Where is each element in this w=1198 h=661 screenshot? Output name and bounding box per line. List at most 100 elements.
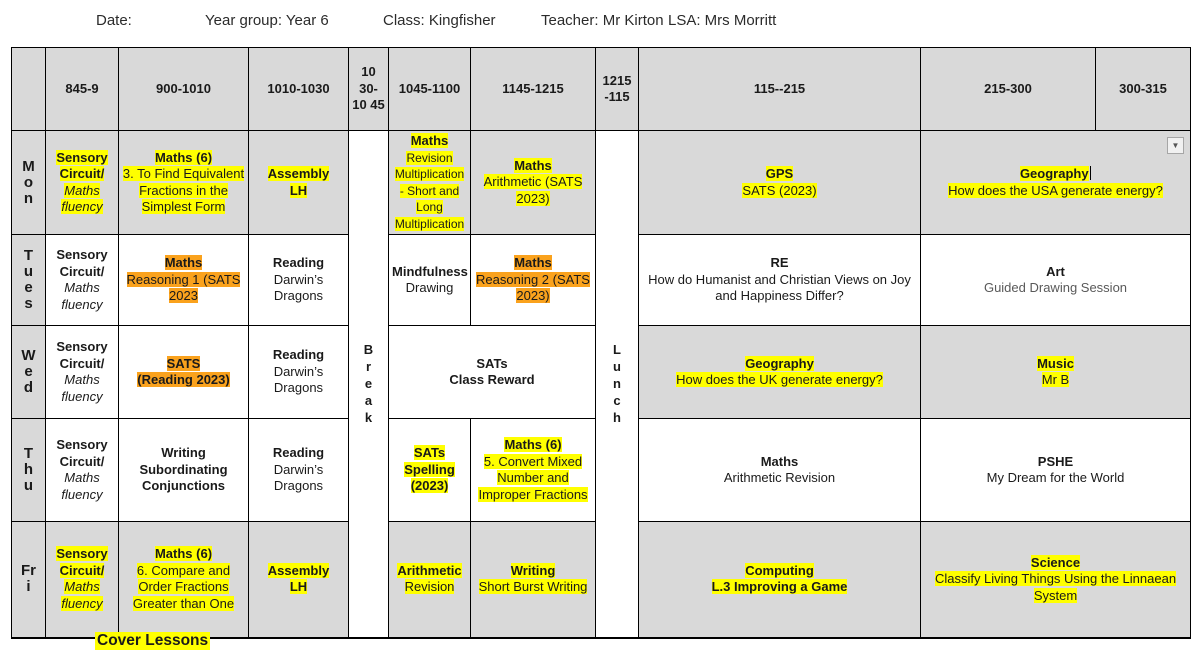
cell-mon-845[interactable]: Sensory Circuit/ Maths fluency	[45, 130, 119, 235]
lesson-detail: Reasoning 2 (SATS 2023)	[476, 271, 590, 304]
lesson-detail: LH	[289, 182, 308, 198]
lesson-title: Sensory Circuit/	[56, 437, 108, 469]
row-friday: Fri Sensory Circuit/ Maths fluency Maths…	[11, 521, 1191, 638]
col-header-215[interactable]: 215-300	[920, 47, 1096, 131]
cell-fri-115[interactable]: Computing L.3 Improving a Game	[638, 521, 921, 638]
cell-mon-215[interactable]: ▼ Geography How does the USA generate en…	[920, 130, 1191, 235]
lesson-detail: Class Reward	[449, 372, 535, 387]
lesson-detail: How does the UK generate energy?	[676, 372, 883, 387]
cell-thu-900[interactable]: Writing Subordinating Conjunctions	[118, 418, 249, 522]
cell-fri-1045[interactable]: Arithmetic Revision	[388, 521, 471, 638]
lesson-detail: Darwin’s Dragons	[273, 461, 324, 494]
row-thursday: Thu Sensory Circuit/ Maths fluency Writi…	[11, 418, 1191, 522]
cell-fri-215[interactable]: Science Classify Living Things Using the…	[920, 521, 1191, 638]
year-group-label[interactable]: Year group: Year 6	[205, 12, 329, 29]
cell-fri-845[interactable]: Sensory Circuit/ Maths fluency	[45, 521, 119, 638]
lesson-detail: Darwin’s Dragons	[273, 271, 324, 304]
cell-mon-115[interactable]: GPS SATS (2023)	[638, 130, 921, 235]
lesson-title: Arithmetic	[397, 562, 462, 578]
lesson-detail: 6. Compare and Order Fractions Greater t…	[132, 562, 235, 611]
lesson-title: Geography	[745, 355, 814, 371]
lesson-title: SATS	[166, 355, 201, 371]
col-header-115[interactable]: 115--215	[638, 47, 921, 131]
col-header-845[interactable]: 845-9	[45, 47, 119, 131]
col-header-1010[interactable]: 1010-1030	[248, 47, 349, 131]
cell-thu-1145[interactable]: Maths (6) 5. Convert Mixed Number and Im…	[470, 418, 596, 522]
cell-fri-1010[interactable]: Assembly LH	[248, 521, 349, 638]
lesson-title: GPS	[765, 166, 794, 181]
lsa-label[interactable]: LSA: Mrs Morritt	[668, 12, 777, 29]
lesson-title: Writing	[510, 562, 556, 578]
lesson-detail: Maths fluency	[61, 182, 103, 214]
cell-wed-845[interactable]: Sensory Circuit/ Maths fluency	[45, 325, 119, 419]
lesson-detail: LH	[289, 579, 308, 595]
dropdown-arrow-icon[interactable]: ▼	[1167, 137, 1184, 154]
cell-fri-900[interactable]: Maths (6) 6. Compare and Order Fractions…	[118, 521, 249, 638]
lesson-detail: Maths fluency	[61, 579, 103, 611]
cell-tues-115[interactable]: RE How do Humanist and Christian Views o…	[638, 234, 921, 326]
cell-wed-115[interactable]: Geography How does the UK generate energ…	[638, 325, 921, 419]
lesson-title: Computing	[745, 562, 814, 578]
lesson-title: Geography	[924, 166, 1187, 183]
cell-tues-900[interactable]: Maths Reasoning 1 (SATS 2023	[118, 234, 249, 326]
timetable-table: 845-9 900-1010 1010-1030 10 30-10 45 104…	[11, 47, 1191, 639]
lunch-column[interactable]: Lunch	[595, 130, 639, 638]
lesson-title: SATs Spelling (2023)	[404, 445, 455, 494]
lesson-detail: SATS (2023)	[742, 182, 817, 198]
break-column[interactable]: Break	[348, 130, 389, 638]
lesson-detail: Maths fluency	[61, 372, 103, 404]
cell-tues-845[interactable]: Sensory Circuit/ Maths fluency	[45, 234, 119, 326]
cell-mon-900[interactable]: Maths (6) 3. To Find Equivalent Fraction…	[118, 130, 249, 235]
day-label-fri[interactable]: Fri	[11, 521, 46, 638]
header-row: 845-9 900-1010 1010-1030 10 30-10 45 104…	[11, 47, 1191, 131]
lesson-title: RE	[770, 255, 789, 271]
cell-tues-1145[interactable]: Maths Reasoning 2 (SATS 2023)	[470, 234, 596, 326]
lesson-title: Assembly	[267, 562, 330, 578]
lesson-detail: Revision Multiplication - Short and Long…	[394, 150, 465, 231]
col-header-900[interactable]: 900-1010	[118, 47, 249, 131]
col-header-break[interactable]: 10 30-10 45	[348, 47, 389, 131]
cell-fri-1145[interactable]: Writing Short Burst Writing	[470, 521, 596, 638]
row-monday: Mon Sensory Circuit/ Maths fluency Maths…	[11, 130, 1191, 638]
lesson-detail: Subordinating Conjunctions	[139, 461, 228, 494]
cell-wed-215[interactable]: Music Mr B	[920, 325, 1191, 419]
cell-tues-1045[interactable]: Mindfulness Drawing	[388, 234, 471, 326]
day-label-thu[interactable]: Thu	[11, 418, 46, 522]
cell-thu-1045[interactable]: SATs Spelling (2023)	[388, 418, 471, 522]
col-header-300[interactable]: 300-315	[1095, 47, 1191, 131]
cell-tues-1010[interactable]: Reading Darwin’s Dragons	[248, 234, 349, 326]
day-label-mon[interactable]: Mon	[11, 130, 46, 235]
cell-wed-1010[interactable]: Reading Darwin’s Dragons	[248, 325, 349, 419]
cell-wed-900[interactable]: SATS (Reading 2023)	[118, 325, 249, 419]
lesson-title: Maths	[514, 157, 552, 173]
lesson-detail: Arithmetic Revision	[723, 470, 836, 485]
col-header-1045[interactable]: 1045-1100	[388, 47, 471, 131]
col-header-1145[interactable]: 1145-1215	[470, 47, 596, 131]
cell-wed-1045[interactable]: SATs Class Reward	[388, 325, 596, 419]
col-header-lunch[interactable]: 1215 -115	[595, 47, 639, 131]
class-label[interactable]: Class: Kingfisher	[383, 12, 496, 29]
cell-mon-1010[interactable]: Assembly LH	[248, 130, 349, 235]
date-label[interactable]: Date:	[96, 12, 132, 29]
cell-thu-1010[interactable]: Reading Darwin’s Dragons	[248, 418, 349, 522]
corner-cell[interactable]	[11, 47, 46, 131]
lesson-title: Music	[1037, 355, 1074, 371]
lesson-title: Maths	[514, 255, 552, 271]
cell-tues-215[interactable]: Art Guided Drawing Session	[920, 234, 1191, 326]
cell-mon-1145[interactable]: Maths Arithmetic (SATS 2023)	[470, 130, 596, 235]
lesson-title: PSHE	[1037, 453, 1074, 469]
cover-lessons-note[interactable]: Cover Lessons	[95, 632, 211, 650]
cell-thu-215[interactable]: PSHE My Dream for the World	[920, 418, 1191, 522]
lesson-detail: My Dream for the World	[986, 470, 1125, 485]
text-cursor	[1089, 166, 1092, 180]
teacher-label[interactable]: Teacher: Mr Kirton	[541, 12, 664, 29]
lesson-title: Art	[1046, 263, 1065, 279]
cell-mon-1045[interactable]: Maths Revision Multiplication - Short an…	[388, 130, 471, 235]
cell-thu-115[interactable]: Maths Arithmetic Revision	[638, 418, 921, 522]
cell-thu-845[interactable]: Sensory Circuit/ Maths fluency	[45, 418, 119, 522]
lesson-detail: 5. Convert Mixed Number and Improper Fra…	[478, 453, 588, 502]
lesson-detail: Maths fluency	[61, 280, 103, 312]
day-label-tues[interactable]: Tues	[11, 234, 46, 326]
day-label-wed[interactable]: Wed	[11, 325, 46, 419]
